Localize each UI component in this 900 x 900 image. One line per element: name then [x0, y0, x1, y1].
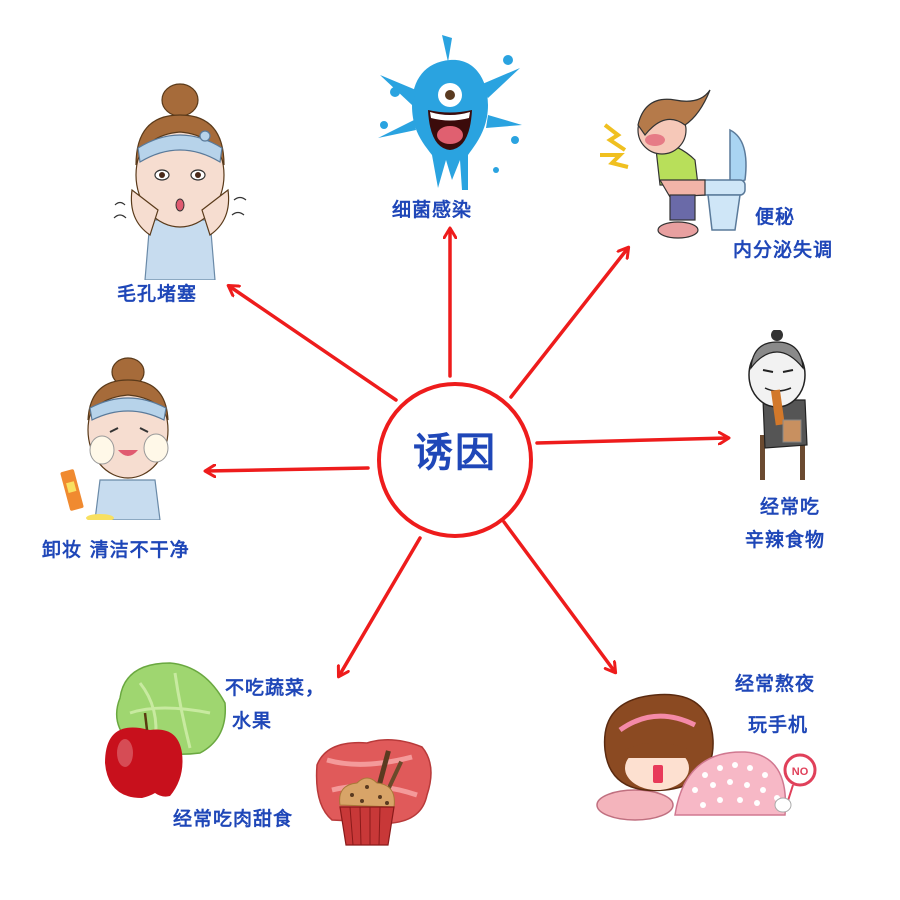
label-constipation-line1: 便秘	[755, 206, 796, 228]
label-constipation-line2: 内分泌失调	[733, 239, 834, 261]
meat-cupcake-icon	[315, 739, 432, 846]
girl-on-toilet-icon	[600, 89, 747, 239]
girl-washing-face-icon	[60, 357, 169, 520]
label-late-night-line1: 经常熬夜	[735, 673, 816, 695]
girl-in-bed-phone-icon: NO	[596, 693, 817, 821]
lettuce-apple-icon	[105, 662, 227, 798]
label-meat-sweets: 经常吃肉甜食	[173, 808, 294, 830]
arrow-to-late-night	[502, 520, 615, 672]
arrow-to-no-veg	[339, 536, 422, 676]
center-label: 诱因	[413, 430, 497, 476]
label-makeup: 卸妆 清洁不干净	[42, 539, 190, 561]
blue-germ-icon	[378, 35, 522, 190]
arrow-to-pores	[229, 286, 398, 402]
center-circle	[377, 382, 533, 538]
label-spicy-line1: 经常吃	[760, 496, 821, 518]
arrow-to-makeup	[206, 468, 370, 471]
girl-touching-face-icon	[113, 83, 247, 280]
man-eating-spicy-strips-icon	[748, 330, 808, 480]
arrow-to-constipation	[509, 248, 628, 399]
label-late-night-line2: 玩手机	[748, 714, 809, 736]
label-no-veg-line2: 水果	[232, 710, 273, 732]
label-spicy-line2: 辛辣食物	[745, 529, 826, 551]
label-pores: 毛孔堵塞	[117, 283, 198, 305]
arrow-to-spicy	[535, 438, 728, 443]
label-no-veg-line1: 不吃蔬菜，	[225, 677, 326, 699]
svg-text:NO: NO	[792, 766, 809, 778]
label-bacteria: 细菌感染	[392, 199, 473, 221]
